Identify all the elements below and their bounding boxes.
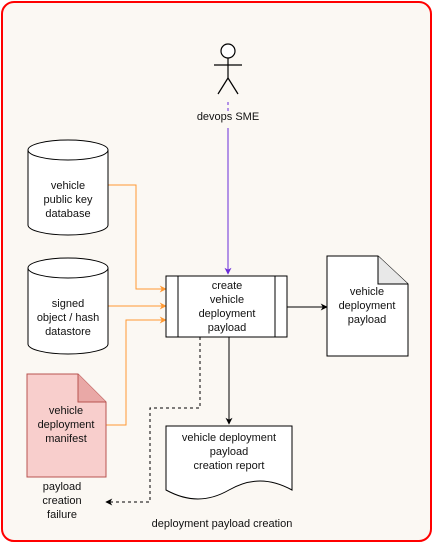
manifest-label-line: manifest bbox=[45, 433, 87, 445]
failure-label-line: failure bbox=[47, 509, 77, 521]
payload-label-line: vehicle bbox=[350, 286, 384, 298]
report-label-line: vehicle deployment bbox=[182, 432, 276, 444]
datastore-label-line: object / hash bbox=[37, 312, 99, 324]
datastore-label-line: public key bbox=[44, 194, 93, 206]
vehicle-public-key-database[interactable]: vehicle public key database bbox=[27, 139, 109, 236]
failure-label-line: payload bbox=[43, 481, 82, 493]
vehicle-deployment-manifest[interactable]: vehicle deployment manifest bbox=[26, 373, 107, 478]
report-label-line: payload bbox=[210, 446, 249, 458]
signed-object-hash-datastore[interactable]: signed object / hash datastore bbox=[27, 257, 109, 355]
datastore-label-line: signed bbox=[52, 298, 84, 310]
datastore-label-line: database bbox=[45, 208, 90, 220]
create-vehicle-deployment-payload-process[interactable]: create vehicle deployment payload bbox=[165, 275, 288, 338]
process-label-line: deployment bbox=[199, 308, 256, 320]
manifest-label-line: deployment bbox=[38, 419, 95, 431]
diagram-caption: deployment payload creation bbox=[152, 518, 293, 530]
devops-sme-actor-icon[interactable] bbox=[214, 43, 242, 95]
datastore-label-line: datastore bbox=[45, 326, 91, 338]
actor-label: devops SME bbox=[197, 111, 259, 123]
edges bbox=[105, 102, 328, 506]
public-key-db-to-process-arrow bbox=[108, 184, 167, 293]
payload-label-line: deployment bbox=[339, 300, 396, 312]
process-label-line: payload bbox=[208, 322, 247, 334]
report-label-line: creation report bbox=[194, 460, 265, 472]
payload-creation-failure-label: payload creation failure bbox=[42, 481, 81, 521]
process-to-failure-arrow bbox=[105, 337, 201, 506]
process-label-line: create bbox=[212, 280, 243, 292]
datastore-label-line: vehicle bbox=[51, 180, 85, 192]
payload-label-line: payload bbox=[348, 314, 387, 326]
vehicle-deployment-payload-document[interactable]: vehicle deployment payload bbox=[326, 255, 409, 357]
manifest-label-line: vehicle bbox=[49, 405, 83, 417]
process-label-line: vehicle bbox=[210, 294, 244, 306]
manifest-to-process-arrow bbox=[106, 316, 167, 426]
payload-creation-report-document[interactable]: vehicle deployment payload creation repo… bbox=[165, 425, 293, 500]
failure-label-line: creation bbox=[42, 495, 81, 507]
